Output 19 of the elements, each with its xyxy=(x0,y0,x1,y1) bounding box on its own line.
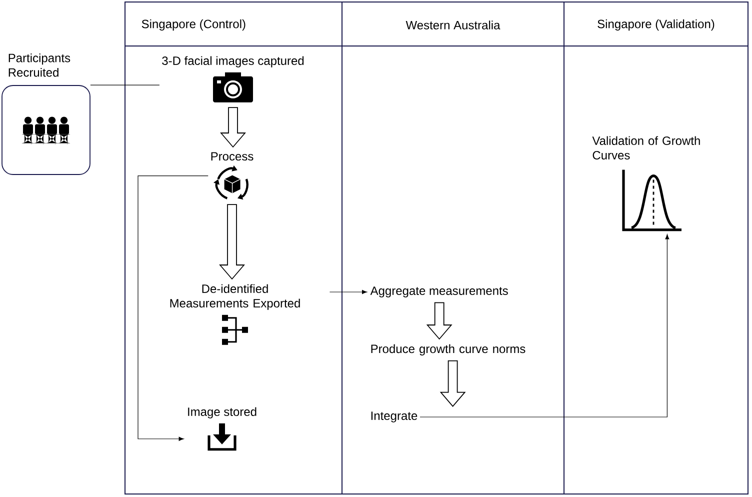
step-label: Integrate xyxy=(371,412,418,422)
box-heading: Participants Recruited xyxy=(8,53,70,77)
step-label: 3-D facial images captured xyxy=(162,56,304,68)
arrow xyxy=(329,290,368,294)
step-label: Image stored xyxy=(188,407,256,418)
arrow xyxy=(420,234,670,418)
step-label: Aggregate measurements xyxy=(370,286,508,298)
column-header: Singapore (Control) xyxy=(142,19,246,31)
column-header: Singapore (Validation) xyxy=(598,19,714,31)
block-arrow xyxy=(426,302,452,340)
step-label: Validation of Growth Curves xyxy=(592,136,700,160)
arrow xyxy=(138,176,208,441)
step-label: Process xyxy=(211,152,254,161)
block-arrow xyxy=(219,204,245,280)
block-arrow xyxy=(440,360,466,408)
step-label: De-identified Measurements Exported xyxy=(170,284,300,310)
block-arrow xyxy=(220,107,246,148)
column-header: Western Australia xyxy=(406,20,500,30)
step-label: Produce growth curve norms xyxy=(371,344,526,356)
